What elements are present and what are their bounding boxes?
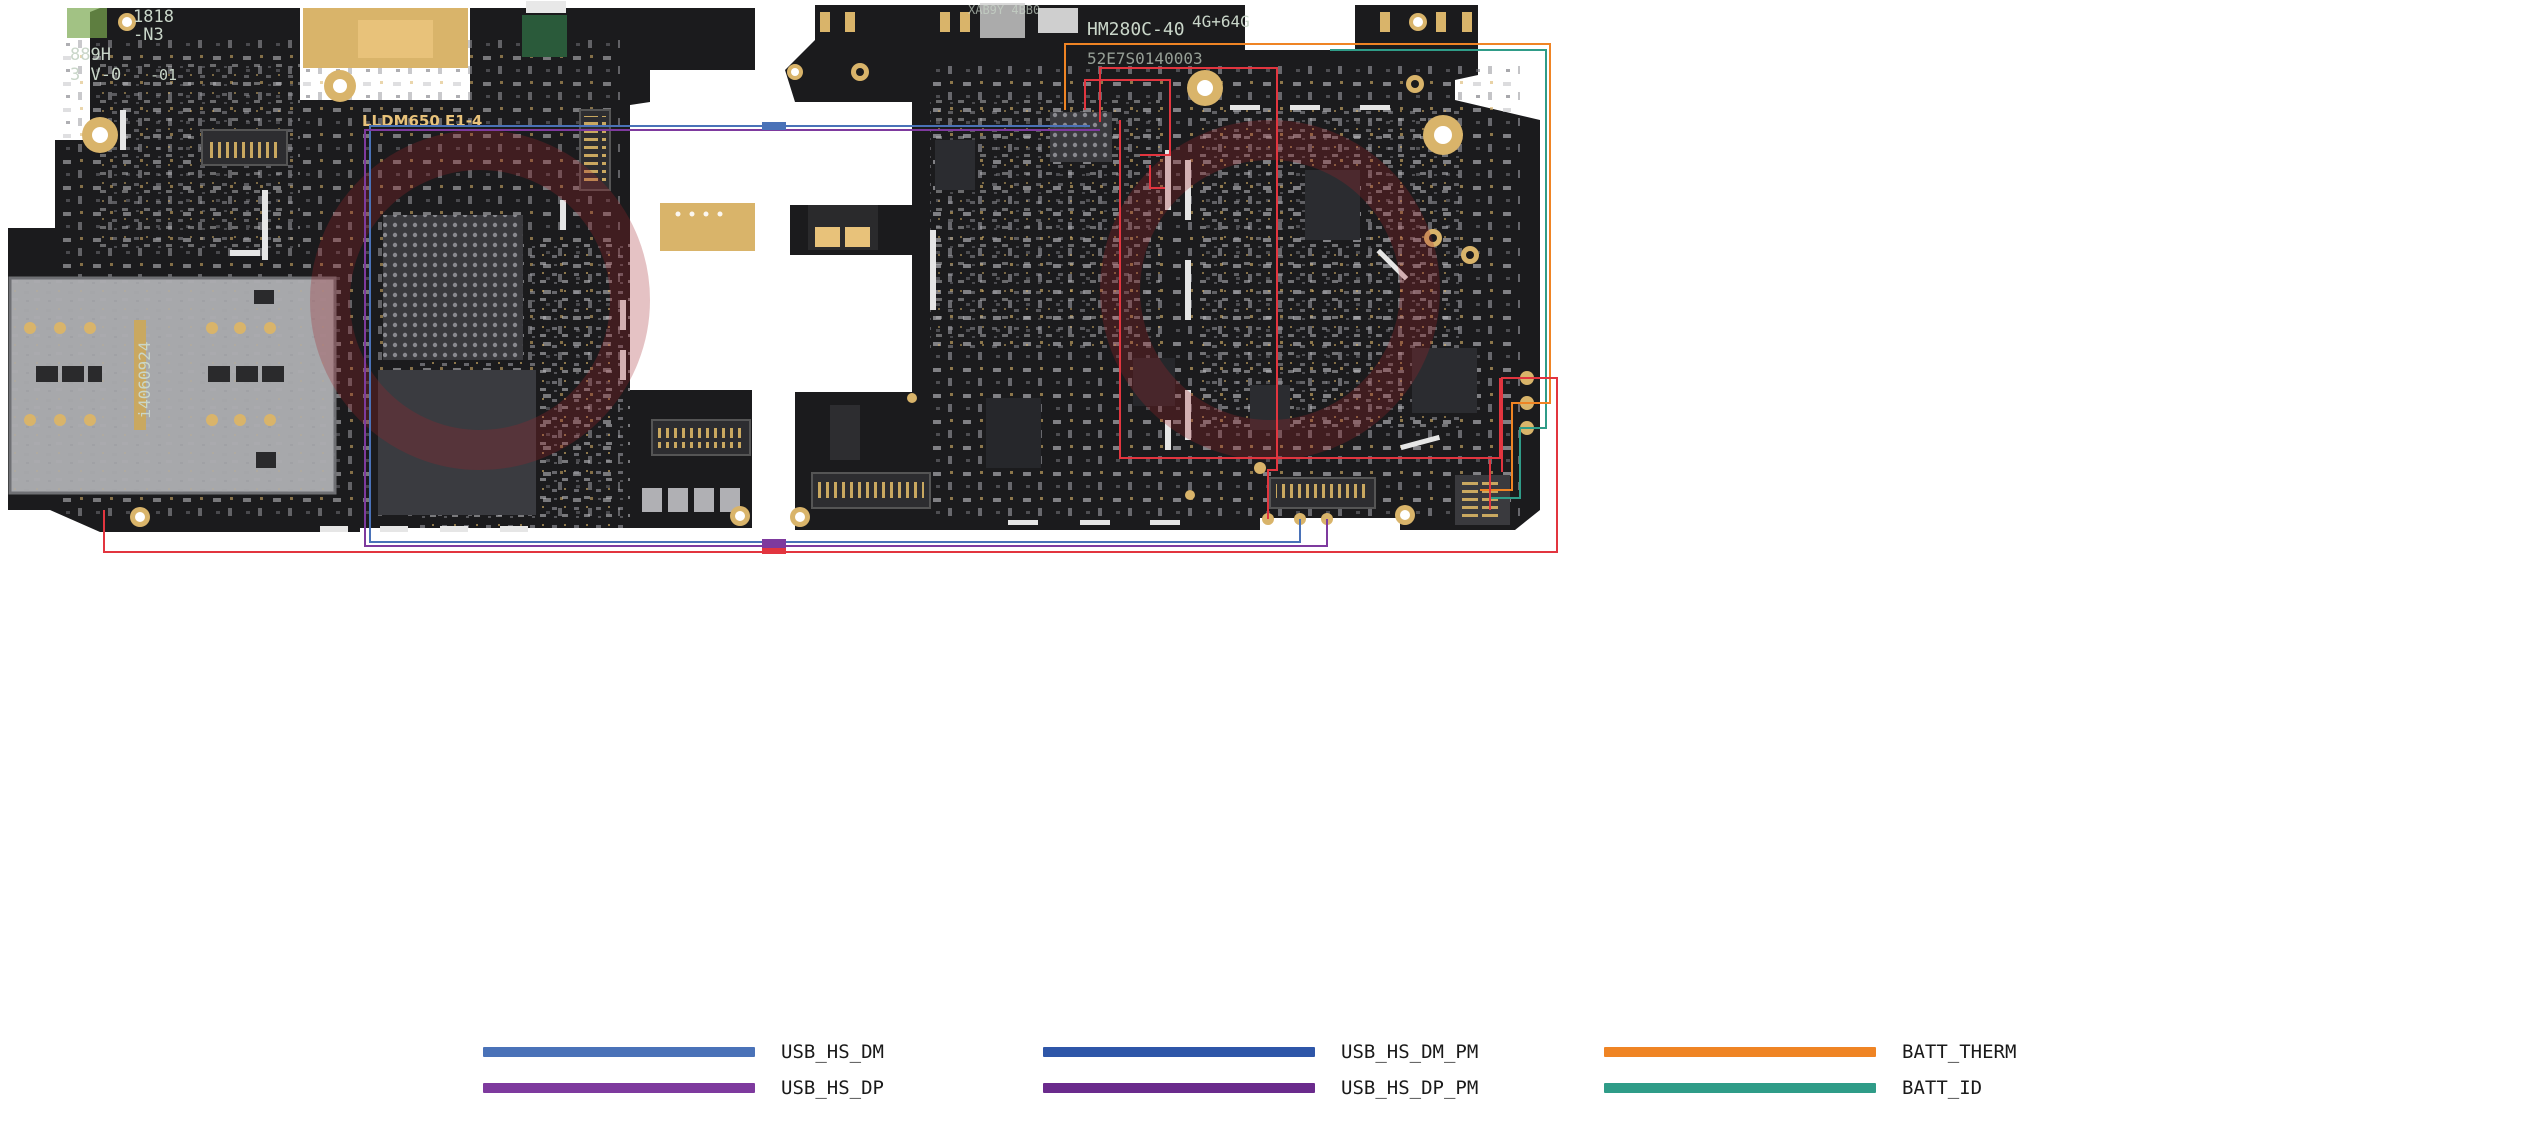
trace-red-5 [1149, 165, 1165, 189]
legend-item-batt-id: BATT_ID [1604, 1073, 1982, 1103]
silk-01: -01 [150, 66, 177, 84]
trace-red-3 [1084, 79, 1171, 156]
legend-swatch [1043, 1083, 1315, 1093]
right-chip-2 [1412, 348, 1477, 413]
right-board: HM280C-40 4G+64G 52E7S0140003 XAB9Y 4BB0 [785, 3, 1540, 530]
legend-swatch [1043, 1047, 1315, 1057]
left-gold-tab [660, 203, 755, 251]
right-chip-1 [1305, 170, 1360, 240]
pmic-bga [1050, 112, 1112, 162]
legend-label: USB_HS_DM [781, 1041, 884, 1063]
legend-label: USB_HS_DM_PM [1341, 1041, 1479, 1063]
right-chip-marking: HM280C-40 [1087, 19, 1185, 40]
right-chip-6 [1250, 385, 1290, 430]
legend-item-usb-hs-dp: USB_HS_DP [483, 1073, 884, 1103]
legend-item-batt-therm: BATT_THERM [1604, 1037, 2016, 1067]
silk-n3: -N3 [133, 25, 164, 45]
silk-3v0: 3 V-0 [70, 65, 121, 85]
legend-swatch [1604, 1047, 1876, 1057]
left-board-model: LLDM650 E1-4 [362, 112, 482, 130]
signal-traces [103, 43, 1558, 554]
trace-red-4 [1119, 120, 1501, 459]
bridge-mark-top [762, 122, 786, 130]
right-vertical-connector [830, 405, 860, 460]
legend-swatch [483, 1047, 755, 1057]
trace-batt-therm-2 [1480, 402, 1527, 491]
right-serial: 52E7S0140003 [1087, 49, 1203, 68]
right-chip-4 [935, 140, 975, 190]
trace-batt-id-2 [1490, 427, 1527, 499]
legend-swatch [1604, 1083, 1876, 1093]
silk-1818: 1818 [133, 7, 174, 27]
sim-tray-code: i4060924 [135, 341, 154, 418]
silk-889h: 889H [70, 45, 111, 65]
left-silkscreen-block: 1818 -N3 889H 3 V-0 -01 [70, 7, 177, 85]
legend-item-usb-hs-dm: USB_HS_DM [483, 1037, 884, 1067]
right-chip-5 [1133, 358, 1175, 406]
trace-batt-id [1330, 49, 1547, 429]
left-board: i4060924 1818 -N3 889H 3 V-0 -01 LLDM650 [8, 1, 755, 532]
right-memory-label: 4G+64G [1192, 12, 1250, 31]
legend-label: USB_HS_DP_PM [1341, 1077, 1479, 1099]
legend-swatch [483, 1083, 755, 1093]
right-chip-3 [986, 398, 1041, 468]
legend-item-usb-hs-dp-pm: USB_HS_DP_PM [1043, 1073, 1478, 1103]
right-small-code: XAB9Y 4BB0 [968, 3, 1040, 17]
trace-red-main [103, 377, 1558, 553]
trace-usb-hs-dm [369, 125, 1301, 543]
soc-bga [383, 215, 523, 360]
legend-label: BATT_THERM [1902, 1041, 2017, 1063]
bridge-mark-bottom [762, 539, 786, 549]
trace-batt-therm [1064, 43, 1551, 404]
emmc-chip [378, 370, 536, 515]
legend-item-usb-hs-dm-pm: USB_HS_DM_PM [1043, 1037, 1478, 1067]
legend-label: USB_HS_DP [781, 1077, 884, 1099]
legend-label: BATT_ID [1902, 1077, 1983, 1099]
sim-card-tray: i4060924 [8, 276, 337, 495]
trace-red-2 [1099, 67, 1278, 519]
trace-usb-hs-dp [364, 129, 1328, 547]
